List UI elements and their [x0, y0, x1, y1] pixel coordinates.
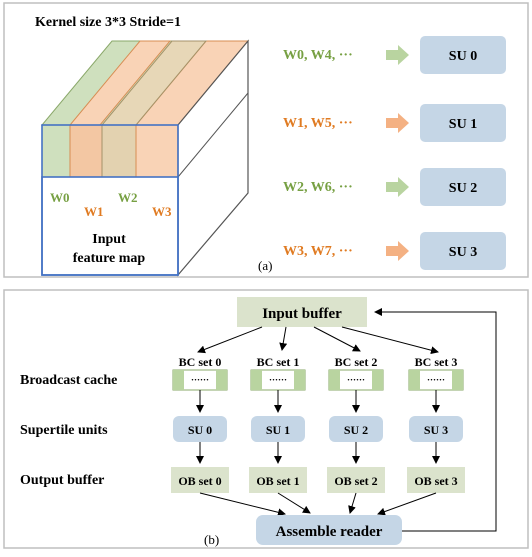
seq-arrow-0: [386, 45, 409, 65]
feedback-loop-line: [374, 308, 497, 532]
bc-set-label-3: BC set 3: [415, 355, 458, 369]
arrow-ob-assemble-3: [377, 492, 437, 516]
input-buffer-label: Input buffer: [262, 306, 342, 322]
sequence-3: W3, W7, ···: [283, 244, 353, 259]
window-label-w2: W2: [118, 190, 138, 205]
su-label-b-0: SU 0: [188, 423, 212, 437]
input-buffer-box: [237, 297, 367, 327]
su-box-a-0: [420, 36, 506, 74]
bc-cache-dots-1: ······: [269, 375, 287, 385]
su-box-a-2: [420, 168, 506, 206]
bc-set-label-2: BC set 2: [335, 355, 378, 369]
arrow-ib-bc1: [279, 326, 288, 351]
bc-cache-left-cell-2: [329, 370, 340, 390]
window-label-w0: W0: [50, 190, 70, 205]
bc-cache-right-cell-0: [216, 370, 227, 390]
su-box-a-1: [420, 104, 506, 142]
sequence-1: W1, W5, ···: [283, 116, 353, 131]
unit-column-0: BC set 0 ······ SU 0 OB set 0: [171, 355, 229, 493]
row-label-broadcast-cache: Broadcast cache: [20, 373, 117, 388]
ob-label-2: OB set 2: [334, 474, 377, 488]
sequence-row-2: W2, W6, ··· SU 2: [283, 168, 506, 206]
ob-label-0: OB set 0: [178, 474, 221, 488]
su-label-b-3: SU 3: [424, 423, 448, 437]
unit-column-2: BC set 2 ······ SU 2 OB set 2: [327, 355, 385, 493]
seq-arrow-1: [386, 113, 409, 133]
input-label-line1: Input: [92, 232, 126, 247]
bc-set-label-1: BC set 1: [257, 355, 300, 369]
kernel-size-text: Kernel size 3*3 Stride=1: [35, 15, 181, 30]
panel-b-caption: (b): [204, 532, 219, 547]
front-band-w1: [69, 124, 103, 178]
sequence-2: W2, W6, ···: [283, 180, 353, 195]
panel-b-frame: [3, 289, 529, 549]
bc-cache-dots-2: ······: [347, 375, 365, 385]
sequence-row-1: W1, W5, ··· SU 1: [283, 104, 506, 142]
su-label-a-2: SU 2: [449, 181, 477, 196]
su-box-b-0: [173, 416, 227, 442]
bc-cache-dots-3: ······: [427, 375, 445, 385]
front-face-outline: [41, 124, 179, 276]
seq-arrow-2: [386, 177, 409, 197]
bc-cache-right-cell-3: [452, 370, 463, 390]
arrow-ob-assemble-2: [348, 492, 357, 514]
unit-column-3: BC set 3 ······ SU 3 OB set 3: [407, 355, 465, 493]
bc-cache-left-cell-3: [409, 370, 420, 390]
ob-box-0: [171, 467, 229, 493]
arrow-ib-bc2: [313, 326, 361, 352]
su-box-b-3: [409, 416, 463, 442]
assemble-reader-box: [256, 515, 402, 545]
ob-box-3: [407, 467, 465, 493]
front-band-w3: [135, 124, 179, 178]
bc-set-label-0: BC set 0: [179, 355, 222, 369]
bc-cache-right-cell-1: [294, 370, 305, 390]
sequence-row-3: W3, W7, ··· SU 3: [283, 232, 506, 270]
front-band-w2: [101, 124, 137, 178]
panel-a-frame: [3, 2, 529, 278]
input-label-line2: feature map: [73, 251, 146, 266]
sequence-0: W0, W4, ···: [283, 48, 353, 63]
panel-a-caption: (a): [258, 258, 272, 273]
ob-label-1: OB set 1: [256, 474, 299, 488]
su-box-a-3: [420, 232, 506, 270]
su-label-a-3: SU 3: [449, 245, 477, 260]
su-label-b-2: SU 2: [344, 423, 368, 437]
bc-cache-right-cell-2: [372, 370, 383, 390]
unit-column-1: BC set 1 ······ SU 1 OB set 1: [249, 355, 307, 493]
row-label-output-buffer: Output buffer: [20, 473, 104, 488]
seq-arrow-3: [386, 241, 409, 261]
bc-cache-left-cell-1: [251, 370, 262, 390]
su-label-b-1: SU 1: [266, 423, 290, 437]
assemble-reader-label: Assemble reader: [276, 524, 383, 540]
unit-columns: BC set 0 ······ SU 0 OB set 0 BC set 1 ······…: [171, 355, 465, 517]
su-box-b-1: [251, 416, 305, 442]
arrow-ib-bc0: [197, 326, 263, 354]
right-face-band-line: [177, 92, 249, 178]
ob-box-2: [327, 467, 385, 493]
su-label-a-1: SU 1: [449, 117, 477, 132]
bc-cache-dots-0: ······: [191, 375, 209, 385]
ob-label-3: OB set 3: [414, 474, 457, 488]
arrow-ob-assemble-1: [277, 492, 311, 514]
input-feature-map-3d: W0 W1 W2 W3 Input feature map: [40, 39, 250, 277]
sequence-row-0: W0, W4, ··· SU 0: [283, 36, 506, 74]
arrow-ib-bc3: [341, 326, 439, 355]
su-box-b-2: [329, 416, 383, 442]
ob-box-1: [249, 467, 307, 493]
window-label-w3: W3: [152, 204, 172, 219]
row-label-supertile-units: Supertile units: [20, 423, 108, 438]
arrow-ob-assemble-0: [199, 492, 286, 517]
window-label-w1: W1: [84, 204, 104, 219]
bc-cache-left-cell-0: [173, 370, 184, 390]
su-label-a-0: SU 0: [449, 49, 477, 64]
